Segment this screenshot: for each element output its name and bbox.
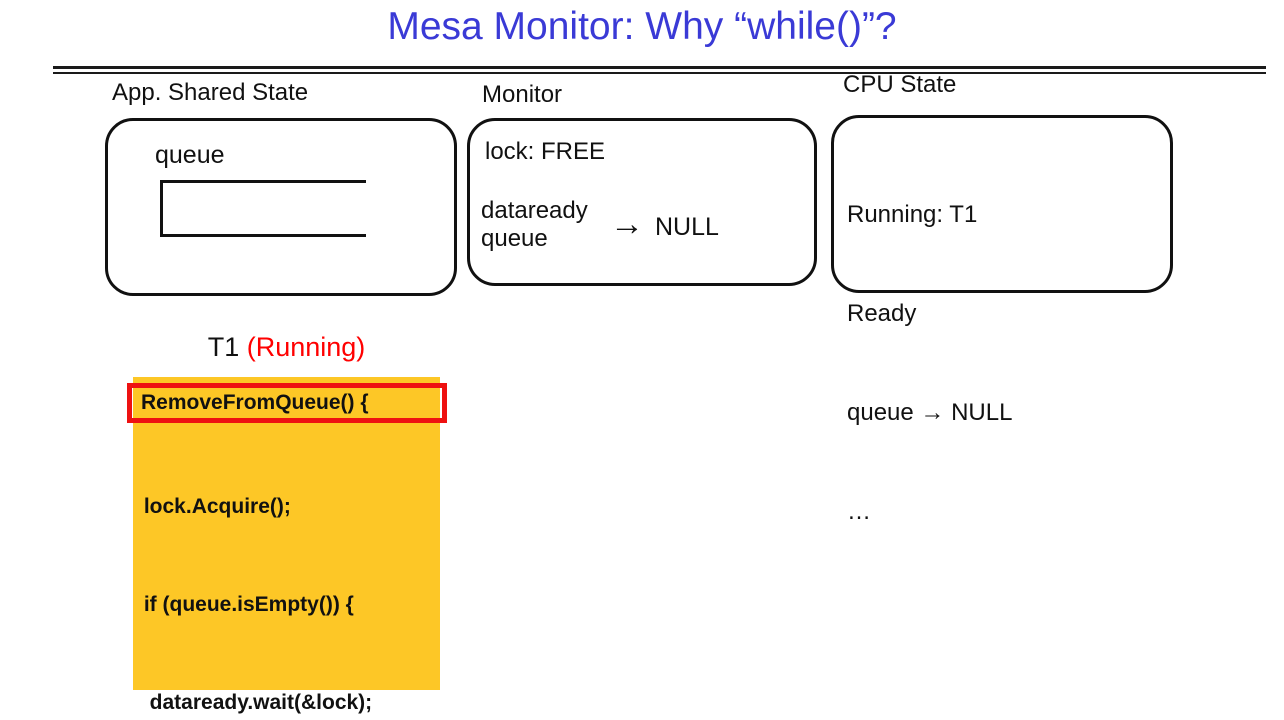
queue-label: queue <box>155 141 225 169</box>
app-shared-state-box: queue <box>105 118 457 296</box>
monitor-box: lock: FREE dataready queue → NULL <box>467 118 817 286</box>
queue-shape <box>160 180 366 237</box>
code-block <box>133 377 440 690</box>
cpu-state-lines: Running: T1 Ready queue → NULL … <box>847 132 1012 594</box>
code-lines: lock.Acquire(); if (queue.isEmpty()) { d… <box>133 426 440 720</box>
thread-state: (Running) <box>246 332 366 362</box>
thread-label: T1 (Running) <box>133 332 440 363</box>
condvar-queue-value: NULL <box>655 213 719 241</box>
cpu-running-line: Running: T1 <box>847 201 978 228</box>
lock-status: lock: FREE <box>485 138 606 165</box>
code-highlight-line: RemoveFromQueue() { <box>141 391 369 414</box>
code-line: dataready.wait(&lock); <box>138 690 373 714</box>
condvar-name: dataready <box>481 197 588 224</box>
title-divider <box>53 66 1266 74</box>
code-line: lock.Acquire(); <box>138 495 291 519</box>
cpu-ready-queue-line: queue → NULL <box>847 399 1013 426</box>
code-highlight-box: RemoveFromQueue() { <box>127 383 447 423</box>
thread-name: T1 <box>207 332 247 362</box>
monitor-label: Monitor <box>482 81 563 108</box>
cpu-state-label: CPU State <box>843 71 957 98</box>
right-arrow-icon: → <box>610 205 644 243</box>
cpu-ellipsis-line: … <box>847 498 871 525</box>
code-line: if (queue.isEmpty()) { <box>138 592 354 616</box>
condvar-labels: dataready queue <box>481 197 588 253</box>
slide-title: Mesa Monitor: Why “while()”? <box>387 5 897 48</box>
condvar-queue-label: queue <box>481 225 548 252</box>
app-shared-state-label: App. Shared State <box>112 79 309 106</box>
cpu-ready-line: Ready <box>847 300 917 327</box>
cpu-state-box: Running: T1 Ready queue → NULL … <box>831 115 1173 525</box>
